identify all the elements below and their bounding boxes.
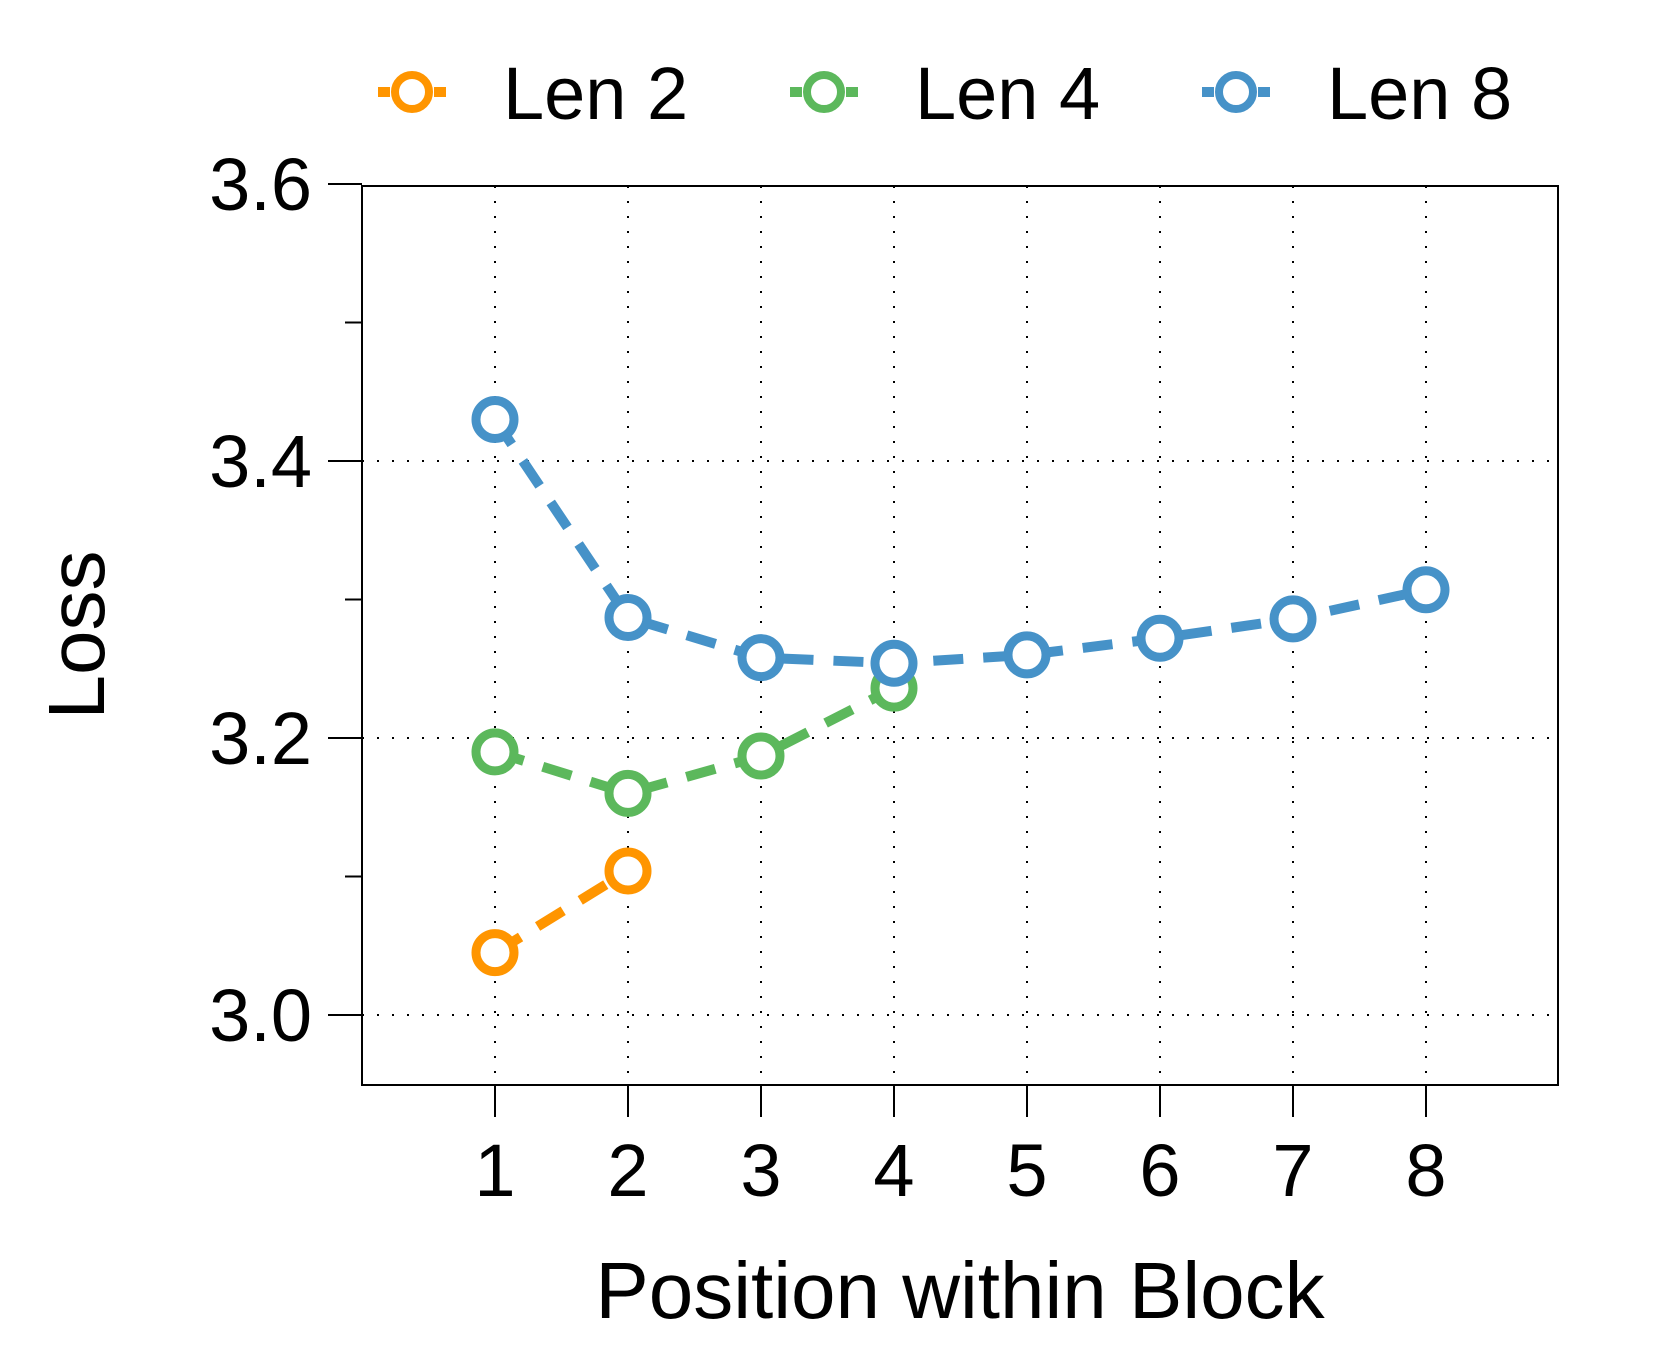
series-len-4 [471,664,918,817]
data-point-marker [870,639,918,687]
data-point-marker [1402,566,1450,614]
legend-label: Len 8 [1327,52,1512,135]
legend-marker-icon [391,71,433,113]
data-point-marker [604,847,652,895]
y-axis: 3.0 3.2 3.4 3.6 [209,143,362,1057]
x-tick-label: 7 [1272,1129,1313,1212]
y-tick-label: 3.2 [209,697,312,780]
x-tick-label: 6 [1139,1129,1180,1212]
data-point-marker [604,769,652,817]
data-point-marker [1003,631,1051,679]
data-point-marker [737,732,785,780]
series-len-2 [471,847,652,977]
data-point-marker [737,634,785,682]
series-len-8 [471,395,1450,687]
data-point-marker [471,728,519,776]
data-point-marker [1269,595,1317,643]
data-point-marker [604,594,652,642]
x-axis: 1 2 3 4 5 6 7 8 [474,1085,1447,1212]
grid-lines [362,186,1558,1085]
legend-marker-icon [803,71,845,113]
x-tick-label: 2 [607,1129,648,1212]
data-point-marker [471,395,519,443]
legend-label: Len 2 [503,52,688,135]
legend-marker-icon [1215,71,1257,113]
y-tick-label: 3.0 [209,974,312,1057]
series-line [492,866,631,957]
x-tick-label: 1 [474,1129,515,1212]
legend-item-len-8: Len 8 [1202,52,1512,135]
y-axis-title: Loss [32,551,121,720]
series-line [493,683,897,799]
x-tick-label: 4 [873,1129,914,1212]
data-point-marker [1136,614,1184,662]
x-tick-label: 5 [1006,1129,1047,1212]
x-tick-label: 3 [740,1129,781,1212]
series-layer [471,395,1450,977]
x-tick-label: 8 [1405,1129,1446,1212]
plot-frame [361,185,1559,1086]
legend-item-len-2: Len 2 [378,52,688,135]
x-axis-title: Position within Block [595,1246,1325,1335]
legend-item-len-4: Len 4 [790,52,1100,135]
legend-label: Len 4 [915,52,1100,135]
data-point-marker [471,929,519,977]
legend: Len 2 Len 4 Len 8 [378,52,1512,135]
y-tick-label: 3.6 [209,143,312,226]
y-tick-label: 3.4 [209,420,312,503]
